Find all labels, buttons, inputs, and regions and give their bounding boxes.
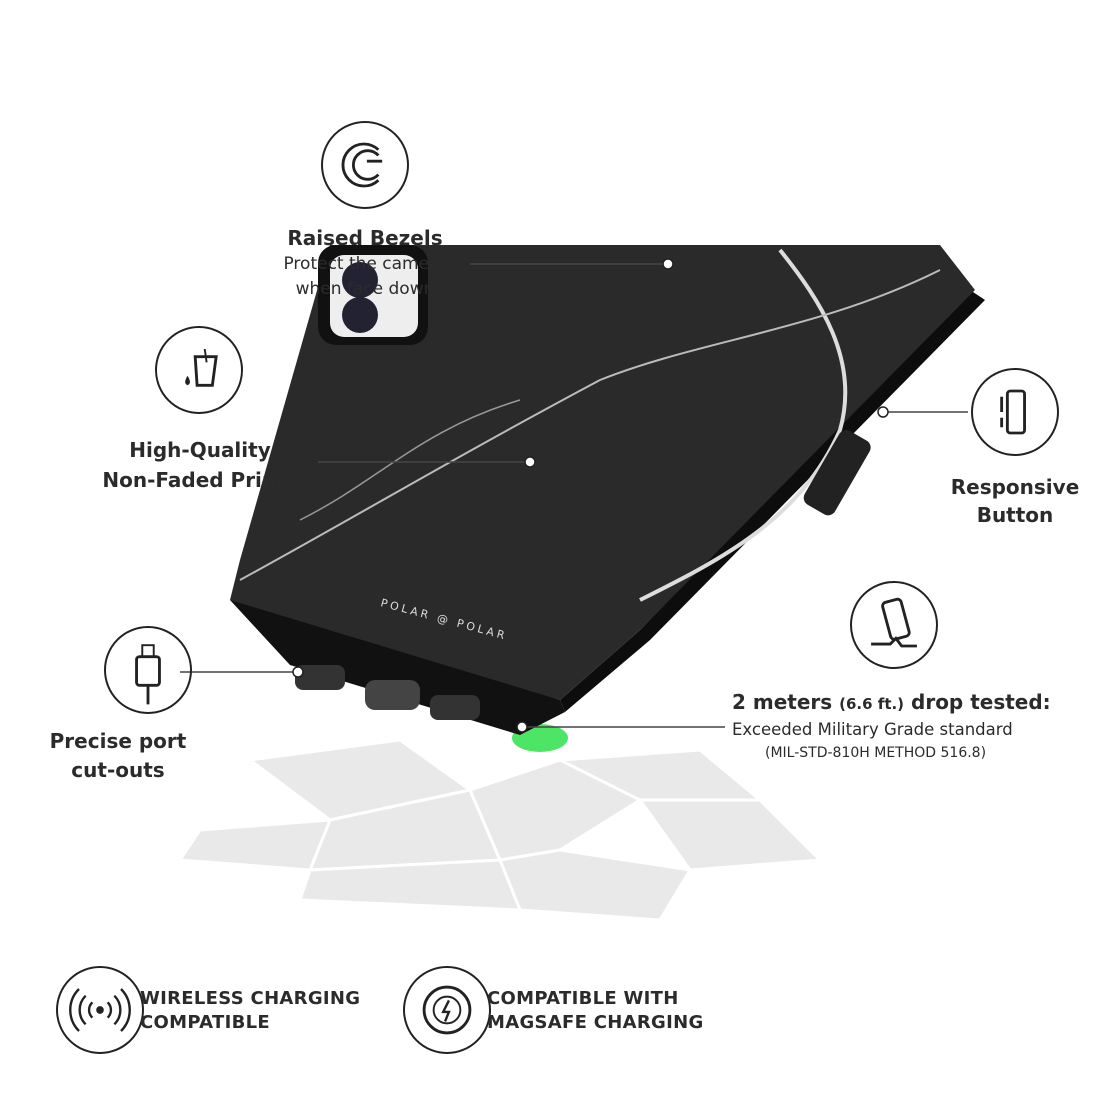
callout-lines bbox=[180, 263, 968, 728]
phone-case bbox=[230, 245, 985, 735]
ports-title-line2: cut-outs bbox=[71, 758, 165, 782]
wireless-line1: WIRELESS CHARGING bbox=[140, 988, 361, 1009]
bezel-icon bbox=[321, 121, 409, 209]
magsafe-icon bbox=[403, 966, 491, 1054]
drop-title: 2 meters (6.6 ft.) drop tested: bbox=[732, 690, 1051, 714]
lightning-cable-icon bbox=[104, 626, 192, 714]
drop-title-end: drop tested: bbox=[904, 690, 1051, 714]
raised-bezels-line1: Protect the camera bbox=[283, 254, 447, 274]
drop-line2: (MIL-STD-810H METHOD 516.8) bbox=[765, 745, 987, 761]
button-title-line2: Button bbox=[976, 503, 1054, 527]
drop-line1: Exceeded Military Grade standard bbox=[732, 720, 1013, 739]
drop-phone-icon bbox=[850, 581, 938, 669]
drop-title-small: (6.6 ft.) bbox=[839, 695, 905, 713]
magsafe-line1: COMPATIBLE WITH bbox=[487, 988, 679, 1009]
wireless-line2: COMPATIBLE bbox=[140, 1012, 270, 1033]
side-button-icon bbox=[971, 368, 1059, 456]
prints-title-line2: Non-Faded Prints bbox=[102, 468, 298, 492]
cracked-floor bbox=[177, 738, 824, 922]
drop-title-main: 2 meters bbox=[732, 690, 840, 714]
ink-bucket-icon bbox=[155, 326, 243, 414]
raised-bezels-title: Raised Bezels bbox=[287, 226, 443, 250]
ports-title-line1: Precise port bbox=[49, 729, 187, 753]
prints-title-line1: High-Quality bbox=[129, 438, 271, 462]
magsafe-line2: MAGSAFE CHARGING bbox=[487, 1012, 704, 1033]
wireless-charging-icon bbox=[56, 966, 144, 1054]
button-title-line1: Responsive bbox=[950, 475, 1080, 499]
raised-bezels-line2: when face down bbox=[295, 279, 435, 299]
